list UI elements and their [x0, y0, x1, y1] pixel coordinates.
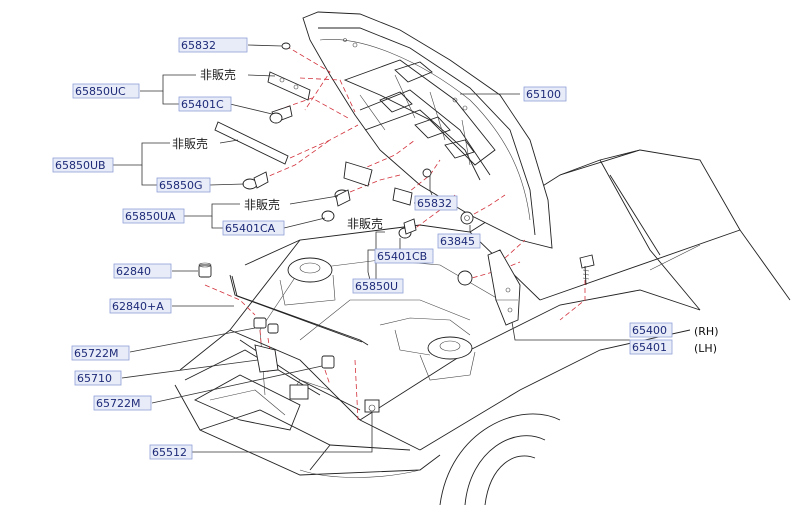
svg-text:65401CA: 65401CA	[225, 222, 276, 235]
note-not-for-sale-1: 非販売	[200, 67, 236, 82]
hood-seal-65850UB	[214, 121, 289, 165]
hinge-bolt	[579, 254, 595, 269]
svg-text:65100: 65100	[526, 88, 561, 101]
svg-text:65401CB: 65401CB	[377, 250, 427, 263]
label-65401C: 65401C	[178, 96, 232, 112]
svg-text:65722M: 65722M	[96, 397, 140, 410]
svg-text:65722M: 65722M	[74, 347, 118, 360]
label-65401: 65401	[629, 339, 673, 355]
label-63845: 63845	[437, 233, 481, 249]
label-65710: 65710	[74, 370, 122, 386]
svg-text:65850UA: 65850UA	[125, 210, 176, 223]
label-62840A: 62840+A	[109, 298, 172, 314]
svg-text:65850UC: 65850UC	[75, 85, 126, 98]
hood-panel	[302, 11, 553, 249]
label-65850UB: 65850UB	[52, 157, 114, 173]
lock-part-65722M-left	[253, 317, 267, 329]
leader-lines	[112, 44, 630, 453]
label-65722M-upper: 65722M	[71, 345, 130, 361]
note-lh: (LH)	[694, 342, 717, 355]
label-65850UC: 65850UC	[72, 83, 140, 99]
grommet-65832-right	[422, 168, 432, 178]
clip-63845	[460, 211, 474, 225]
label-65400: 65400	[629, 322, 673, 338]
label-65722M-lower: 65722M	[93, 395, 152, 411]
note-not-for-sale-3: 非販売	[244, 197, 280, 212]
svg-text:65400: 65400	[632, 324, 667, 337]
svg-text:65512: 65512	[152, 446, 187, 459]
hood-seal-65850UC	[267, 71, 311, 101]
svg-text:62840+A: 62840+A	[112, 300, 164, 313]
label-65850U: 65850U	[352, 278, 404, 294]
hood-seal-65401CA-plate	[343, 161, 373, 187]
svg-text:65832: 65832	[181, 39, 216, 52]
svg-text:65850G: 65850G	[159, 179, 203, 192]
hood-hinge	[487, 249, 521, 326]
note-not-for-sale-2: 非販売	[172, 136, 208, 151]
grommet-65832-top	[281, 42, 291, 50]
note-rh: (RH)	[694, 325, 719, 338]
svg-text:65710: 65710	[77, 372, 112, 385]
svg-text:65401C: 65401C	[181, 98, 224, 111]
svg-text:65850U: 65850U	[355, 280, 398, 293]
hood-seal-65401CB-plate	[392, 187, 413, 206]
hood-stay-62840A	[229, 274, 369, 346]
svg-text:63845: 63845	[440, 235, 475, 248]
bumper-62840	[198, 264, 212, 278]
svg-text:62840: 62840	[116, 265, 151, 278]
label-65850G: 65850G	[156, 177, 211, 193]
label-62840: 62840	[113, 263, 172, 279]
clip-63845-installed	[457, 270, 473, 286]
lock-part-65722M-right	[321, 355, 335, 369]
label-65850UA: 65850UA	[122, 208, 185, 224]
label-65832-top: 65832	[178, 37, 248, 53]
lock-65710	[254, 344, 279, 373]
label-65832-right: 65832	[414, 195, 458, 211]
svg-text:65850UB: 65850UB	[55, 159, 106, 172]
bumper-65401CA	[321, 210, 335, 222]
label-65512: 65512	[149, 444, 193, 460]
svg-text:65832: 65832	[417, 197, 452, 210]
label-65401CB: 65401CB	[374, 248, 434, 264]
label-65100: 65100	[523, 86, 567, 102]
note-not-for-sale-4: 非販売	[347, 216, 383, 231]
label-65401CA: 65401CA	[222, 220, 285, 236]
small-parts	[198, 42, 595, 373]
svg-text:65401: 65401	[632, 341, 667, 354]
